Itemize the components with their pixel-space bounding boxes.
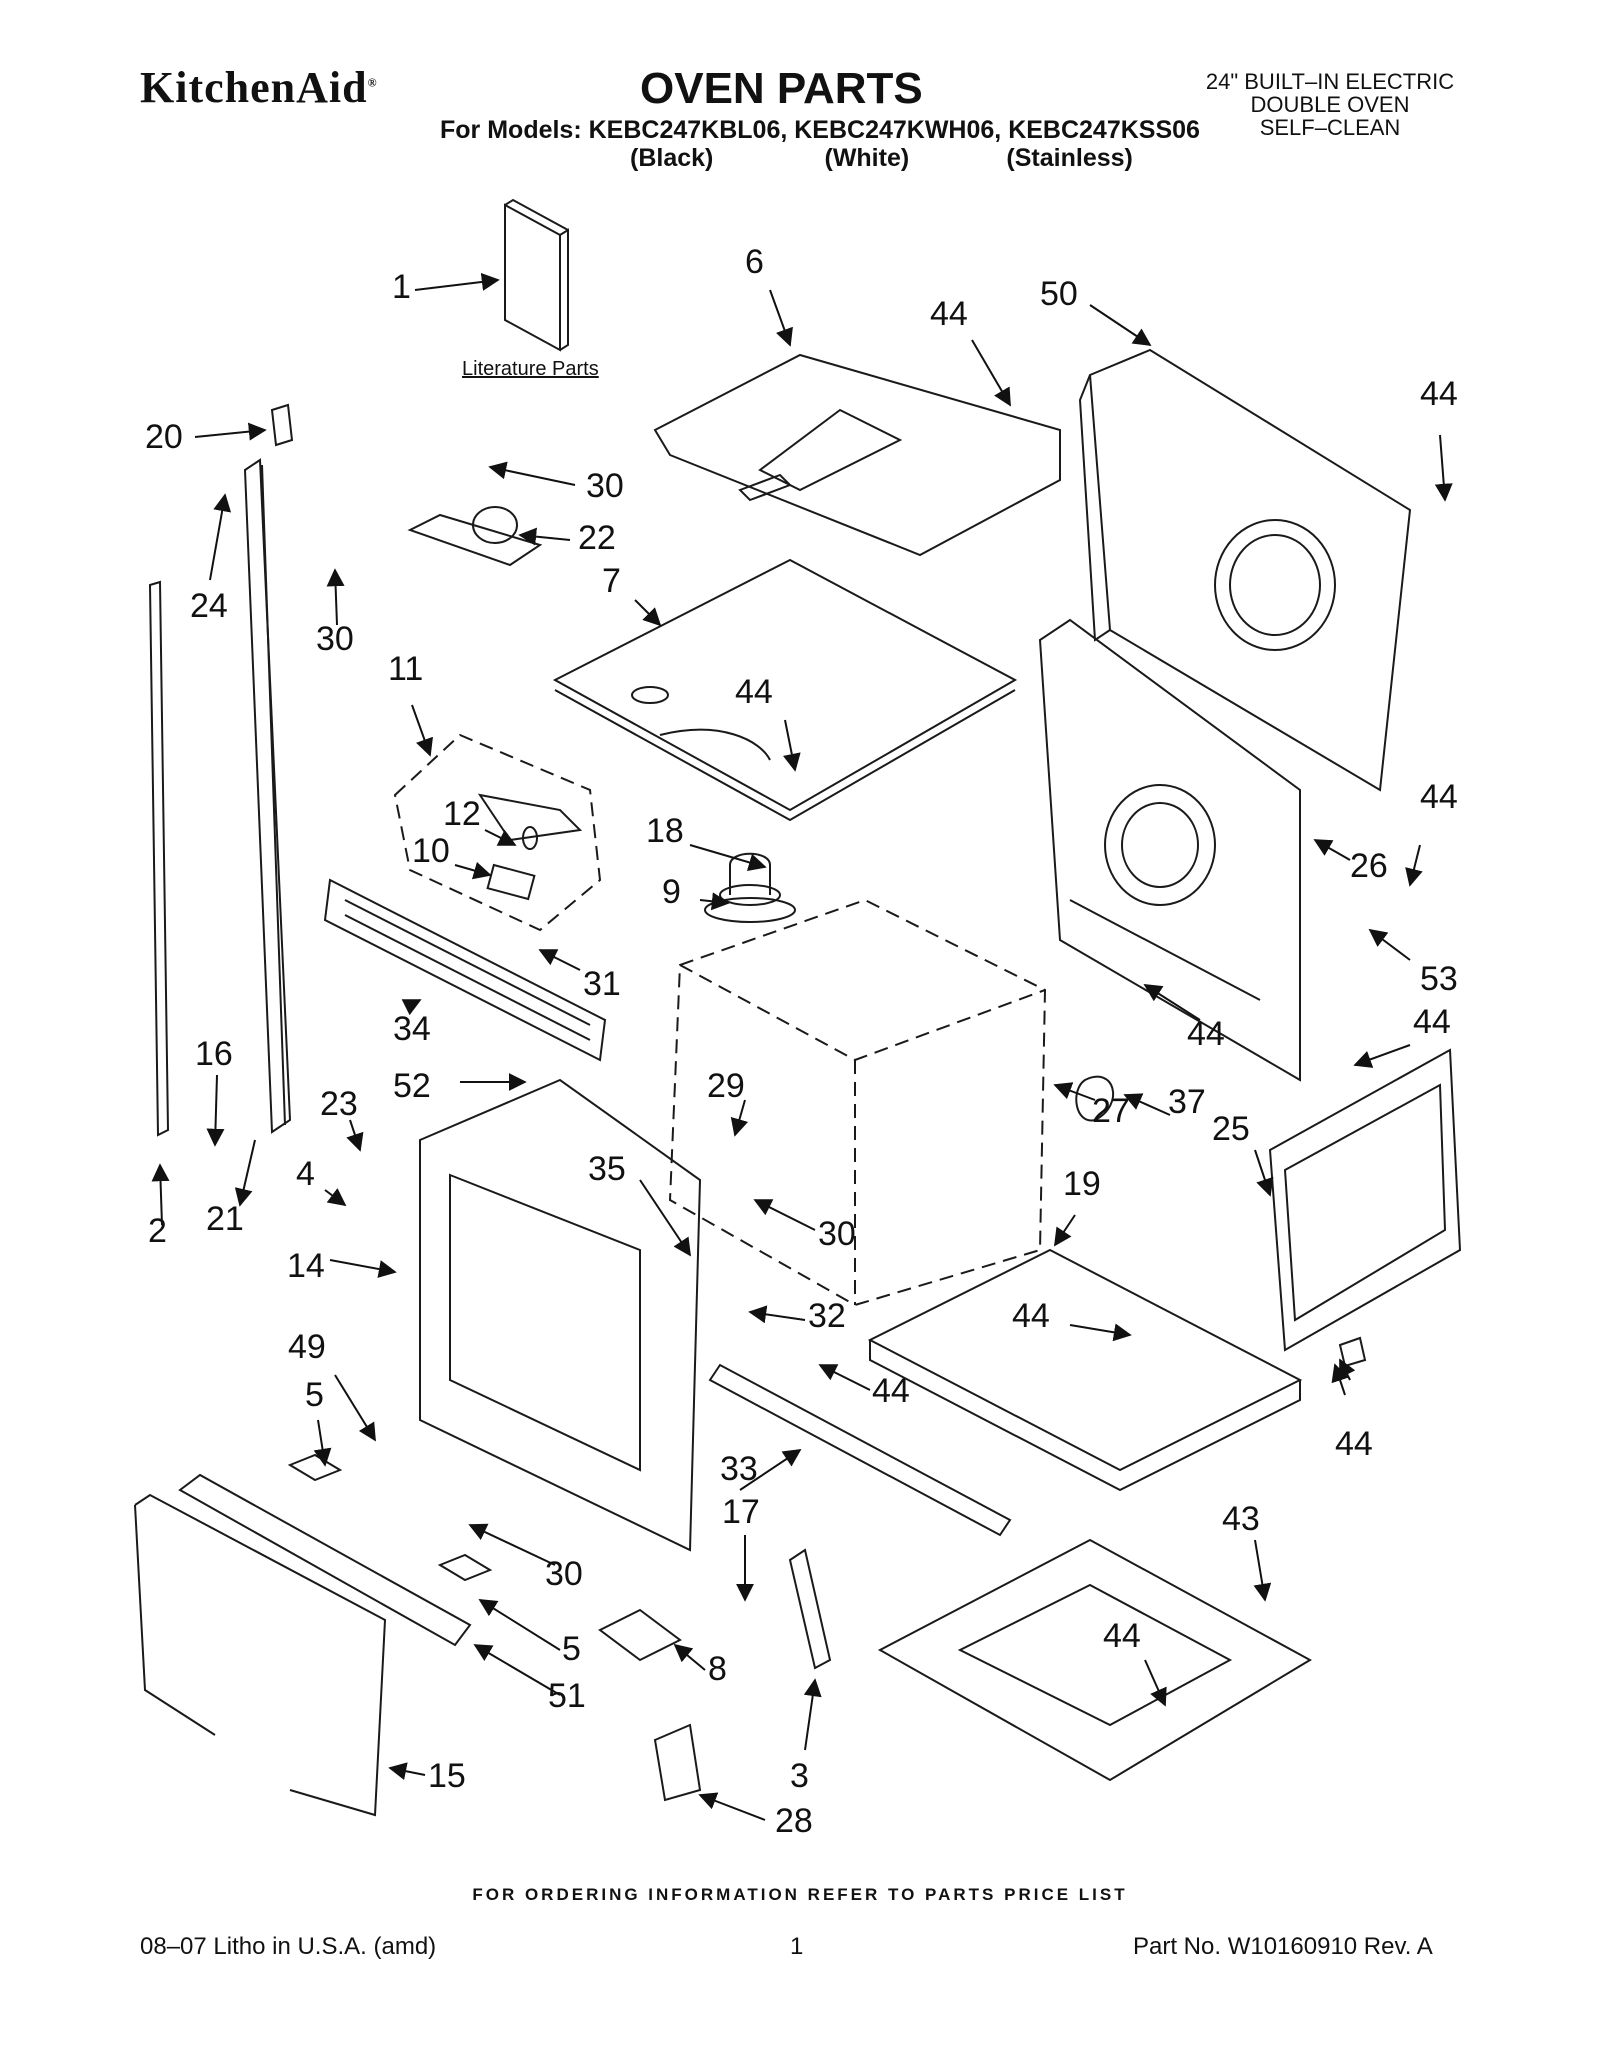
- callout-5: 5: [305, 1376, 324, 1414]
- callout-51: 51: [548, 1677, 586, 1715]
- oven-type-line-3: SELF–CLEAN: [1259, 115, 1401, 140]
- callout-16: 16: [195, 1035, 233, 1073]
- litho-note: 08–07 Litho in U.S.A. (amd): [140, 1933, 437, 1960]
- callout-30: 30: [586, 467, 624, 505]
- callout-44: 44: [1420, 778, 1458, 816]
- oven-type-line-2: DOUBLE OVEN: [1250, 92, 1410, 117]
- callout-44: 44: [930, 295, 968, 333]
- rear-panel: [1078, 348, 1412, 792]
- callout-23: 23: [320, 1085, 358, 1123]
- side-rod: [148, 580, 170, 1137]
- callout-27: 27: [1092, 1092, 1130, 1130]
- ordering-note: FOR ORDERING INFORMATION REFER TO PARTS …: [472, 1885, 1128, 1904]
- door-gasket: [134, 1493, 387, 1817]
- literature-parts-label: Literature Parts: [462, 358, 599, 380]
- callout-7: 7: [602, 562, 621, 600]
- model-list: For Models: KEBC247KBL06, KEBC247KWH06, …: [440, 116, 1200, 172]
- model-numbers: For Models: KEBC247KBL06, KEBC247KWH06, …: [440, 116, 1200, 144]
- convection-motor: [704, 852, 796, 923]
- page-number: 1: [790, 1933, 804, 1960]
- vent-grille: [323, 878, 607, 1062]
- callout-4: 4: [296, 1155, 315, 1193]
- callout-21: 21: [206, 1200, 244, 1238]
- callout-19: 19: [1063, 1165, 1101, 1203]
- callout-37: 37: [1168, 1083, 1206, 1121]
- callout-6: 6: [745, 243, 764, 281]
- bottom-panel: [867, 1248, 1303, 1492]
- callout-18: 18: [646, 812, 684, 850]
- callout-50: 50: [1040, 275, 1078, 313]
- callout-17: 17: [722, 1493, 760, 1531]
- callout-44: 44: [1187, 1015, 1225, 1053]
- callout-30: 30: [818, 1215, 856, 1253]
- callout-44: 44: [1413, 1003, 1451, 1041]
- callout-20: 20: [145, 418, 183, 456]
- callout-12: 12: [443, 795, 481, 833]
- callout-22: 22: [578, 519, 616, 557]
- callout-44: 44: [872, 1372, 910, 1410]
- callout-26: 26: [1350, 847, 1388, 885]
- callout-15: 15: [428, 1757, 466, 1795]
- bottom-trim-strip: [708, 1363, 1012, 1537]
- model-colors: (Black) (White) (Stainless): [630, 144, 1133, 172]
- callout-44: 44: [735, 673, 773, 711]
- callout-11: 11: [388, 650, 424, 688]
- callout-35: 35: [588, 1150, 626, 1188]
- callout-34: 34: [393, 1010, 431, 1048]
- literature-booklet: [504, 198, 569, 352]
- callout-8: 8: [708, 1650, 727, 1688]
- callout-9: 9: [662, 873, 681, 911]
- callout-52: 52: [393, 1067, 431, 1105]
- oven-type: 24" BUILT–IN ELECTRIC DOUBLE OVEN SELF–C…: [1200, 70, 1460, 139]
- callout-25: 25: [1212, 1110, 1250, 1148]
- callout-24: 24: [190, 587, 228, 625]
- callout-3: 3: [790, 1757, 809, 1795]
- side-trim: [243, 458, 292, 1134]
- drawer-tray: [877, 1538, 1313, 1782]
- leader-arrows: [151, 273, 1453, 1821]
- oven-top-plate: [552, 558, 1018, 822]
- callout-14: 14: [287, 1247, 325, 1285]
- hardware-pieces: [287, 1075, 1367, 1802]
- trim-cap: [270, 403, 294, 447]
- callout-31: 31: [583, 965, 621, 1003]
- callout-2: 2: [148, 1212, 167, 1250]
- callout-33: 33: [720, 1450, 758, 1488]
- oven-back-wall: [1038, 618, 1301, 1082]
- oven-type-line-1: 24" BUILT–IN ELECTRIC: [1205, 69, 1455, 94]
- callout-30: 30: [545, 1555, 583, 1593]
- page-title: OVEN PARTS: [640, 64, 923, 113]
- callout-28: 28: [775, 1802, 813, 1840]
- oven-side-panel: [1268, 1048, 1462, 1352]
- oven-cavity: [668, 898, 1047, 1307]
- callout-44: 44: [1420, 375, 1458, 413]
- lower-trim: [178, 1473, 472, 1647]
- part-number: Part No. W10160910 Rev. A: [1133, 1933, 1433, 1960]
- switch-assembly: [407, 506, 543, 567]
- callout-44: 44: [1335, 1425, 1373, 1463]
- callout-10: 10: [412, 832, 450, 870]
- top-panel: [653, 353, 1061, 557]
- callout-1: 1: [392, 268, 411, 306]
- callout-43: 43: [1222, 1500, 1260, 1538]
- callout-44: 44: [1012, 1297, 1050, 1335]
- callout-53: 53: [1420, 960, 1458, 998]
- callout-29: 29: [707, 1067, 745, 1105]
- callout-30: 30: [316, 620, 354, 658]
- callout-44: 44: [1103, 1617, 1141, 1655]
- brand-logo: KitchenAid®: [140, 63, 378, 112]
- oven-front-frame: [419, 1078, 702, 1552]
- callout-49: 49: [288, 1328, 326, 1366]
- callout-5: 5: [562, 1630, 581, 1668]
- callout-32: 32: [808, 1297, 846, 1335]
